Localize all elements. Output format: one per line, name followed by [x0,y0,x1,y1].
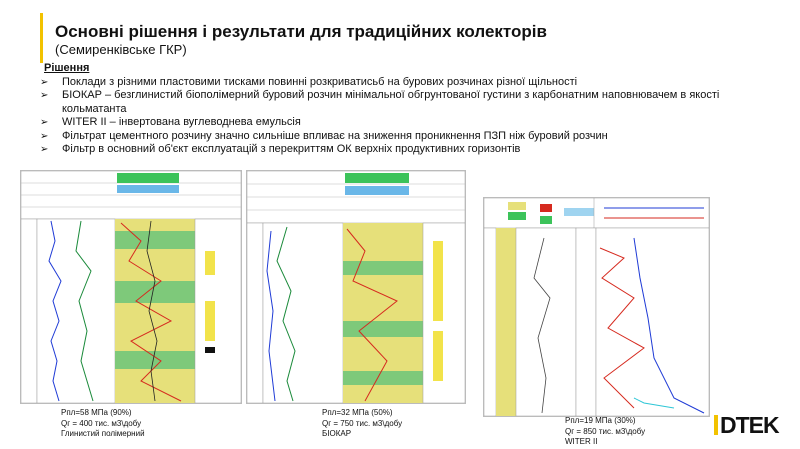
well-log-image-3 [483,197,710,417]
well-log-image-2 [246,170,466,404]
bullet-list: ➢Поклади з різними пластовими тисками по… [40,76,745,156]
log-caption-1: Рпл=58 МПа (90%) Qг = 400 тис. м3\добу Г… [61,408,145,438]
well-log-graphic [484,198,709,416]
well-log-graphic [21,171,241,403]
arrow-bullet-icon: ➢ [40,130,49,142]
accent-bar [40,13,43,63]
log-caption-3: Рпл=19 МПа (30%) Qг = 850 тис. м3\добу W… [565,416,646,446]
bullet-item: ➢WITER II – інвертована вуглеводнева ему… [40,116,301,129]
arrow-bullet-icon: ➢ [40,144,49,156]
dtek-logo: DTEK [714,412,780,439]
log-caption-2: Рпл=32 МПа (50%) Qг = 750 тис. м3\добу Б… [322,408,403,438]
slide-title: Основні рішення і результати для традиці… [55,22,547,41]
well-log-graphic [247,171,465,403]
arrow-bullet-icon: ➢ [40,77,49,88]
bullet-item: ➢Поклади з різними пластовими тисками по… [40,76,578,88]
section-title: Рішення [44,62,90,74]
logo-bar-icon [714,415,718,435]
slide-subtitle: (Семиренківське ГКР) [55,42,187,57]
arrow-bullet-icon: ➢ [40,117,49,129]
bullet-item: ➢БІОКАР – безглинистий біополімерний бур… [40,89,720,115]
bullet-item: ➢Фільтр в основний об'єкт експлуатацій з… [40,143,521,156]
arrow-bullet-icon: ➢ [40,90,49,102]
well-log-image-1 [20,170,242,404]
bullet-item: ➢Фільтрат цементного розчину значно силь… [40,129,608,142]
